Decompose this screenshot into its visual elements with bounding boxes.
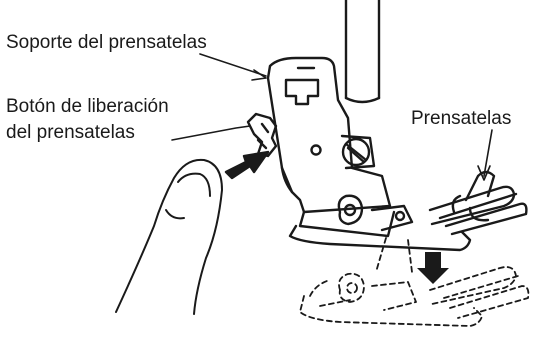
leader-release xyxy=(171,125,251,141)
presser-foot xyxy=(288,170,528,252)
presser-foot-holder xyxy=(266,56,392,214)
label-presser-foot: Prensatelas xyxy=(411,108,512,129)
leader-holder xyxy=(199,53,267,77)
label-release-button-line2: del prensatelas xyxy=(6,122,135,143)
presser-bar xyxy=(344,0,381,104)
release-button xyxy=(246,112,278,158)
leader-foot-arrowhead xyxy=(477,165,491,181)
leader-lines xyxy=(171,53,493,181)
leader-holder-arrowhead xyxy=(251,69,267,81)
detached-foot-outline xyxy=(299,237,530,327)
down-arrow-icon xyxy=(417,252,449,284)
label-presser-foot-holder: Soporte del prensatelas xyxy=(6,32,207,53)
push-arrow-icon xyxy=(224,150,270,180)
leader-foot xyxy=(483,129,493,177)
label-release-button-line1: Botón de liberación xyxy=(6,96,169,117)
finger-illustration xyxy=(115,158,223,315)
